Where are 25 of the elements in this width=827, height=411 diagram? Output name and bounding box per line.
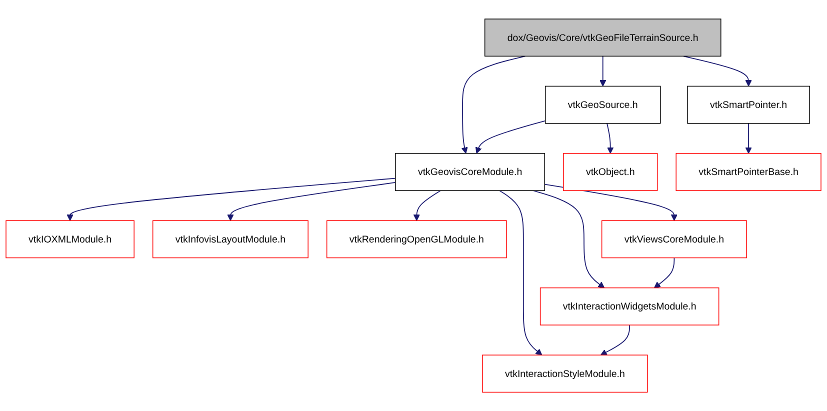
arrow	[600, 324, 630, 356]
node-box: vtkGeoSource.h	[544, 86, 661, 124]
arrow	[682, 56, 752, 86]
node-box: vtkInfovisLayoutModule.h	[152, 220, 308, 258]
node-box: vtkSmartPointer.h	[687, 86, 810, 124]
arrow	[461, 56, 526, 154]
node-box: vtkInteractionWidgetsModule.h	[540, 287, 720, 326]
node-box: dox/Geovis/Core/vtkGeoFileTerrainSource.h	[484, 18, 722, 56]
arrow	[654, 257, 675, 288]
arrow	[66, 178, 396, 221]
node-box: vtkViewsCoreModule.h	[601, 220, 747, 258]
arrow	[475, 120, 546, 154]
arrow	[600, 56, 606, 86]
arrow	[532, 190, 605, 288]
node-box: vtkInteractionStyleModule.h	[482, 354, 648, 392]
arrow	[606, 122, 614, 154]
arrow	[413, 190, 441, 221]
node-box: vtkSmartPointerBase.h	[676, 152, 822, 191]
arrow	[499, 190, 542, 356]
node-box: vtkIOXMLModule.h	[6, 220, 134, 258]
node-box: vtkObject.h	[563, 152, 658, 191]
arrow	[745, 122, 752, 154]
arrow	[227, 182, 396, 221]
node-box: vtkGeovisCoreModule.h	[395, 152, 546, 191]
node-box: vtkRenderingOpenGLModule.h	[326, 220, 507, 258]
